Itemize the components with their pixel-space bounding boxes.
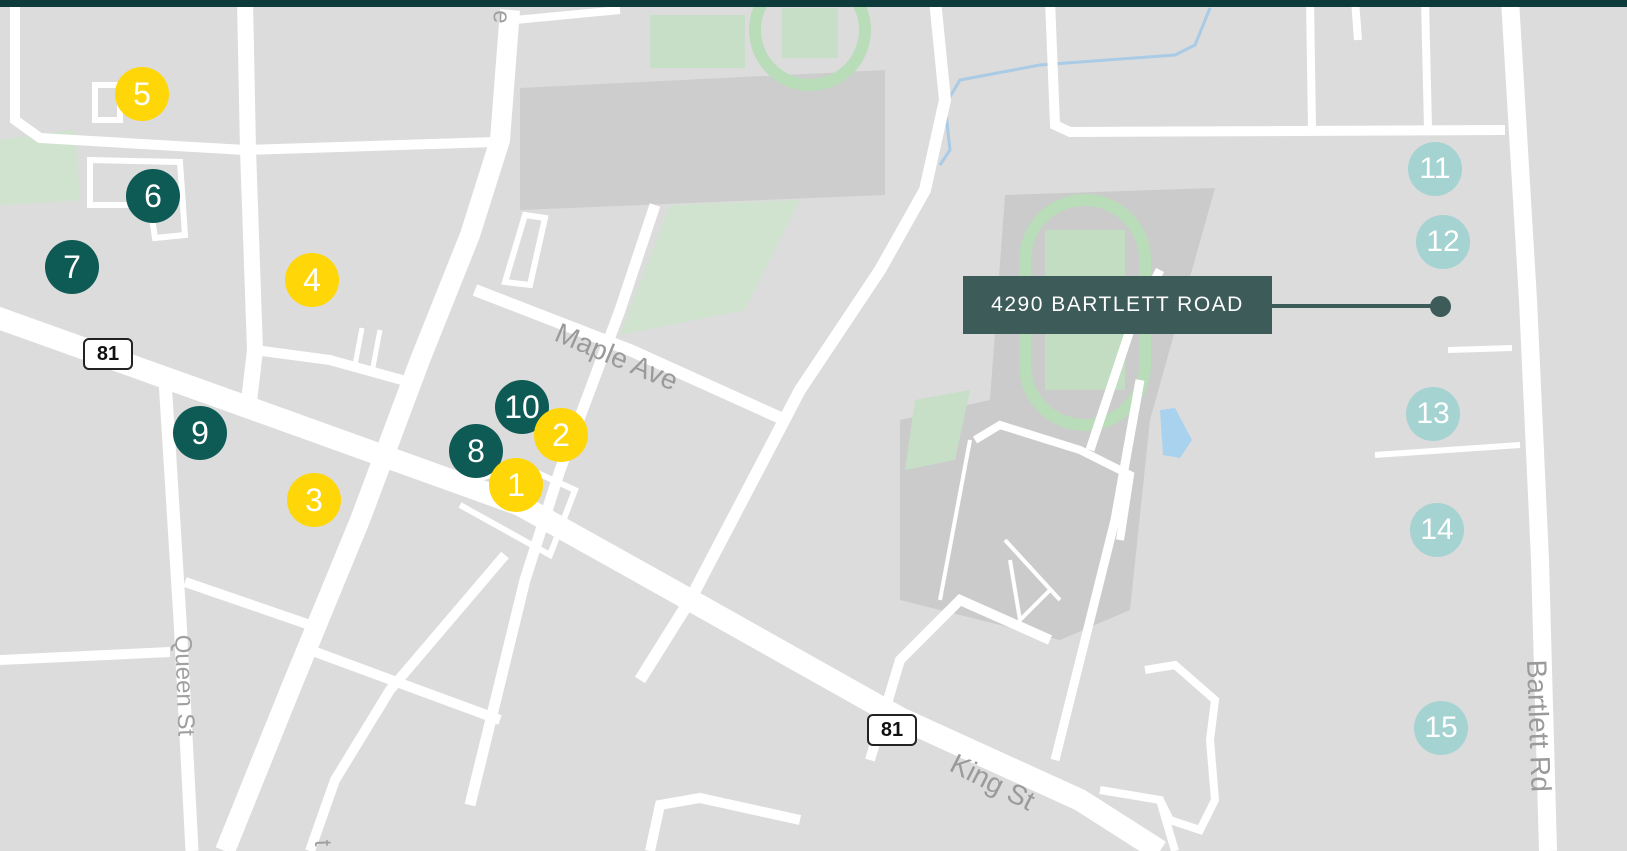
road-south-mid bbox=[305, 551, 509, 851]
park-fields-top bbox=[650, 15, 745, 68]
road-loop-se bbox=[1144, 660, 1220, 835]
map-marker-10[interactable]: 10 bbox=[495, 380, 549, 434]
map-marker-14[interactable]: 14 bbox=[1410, 503, 1464, 557]
road-east-diag bbox=[634, 0, 952, 684]
partial-street-label-top: e bbox=[488, 10, 515, 24]
road-lanes-right-a bbox=[1306, 0, 1432, 129]
bartlett-rd-label: Bartlett Rd bbox=[1521, 659, 1557, 792]
map-marker-13[interactable]: 13 bbox=[1406, 387, 1460, 441]
road-loop-center bbox=[501, 211, 549, 289]
map-marker-2[interactable]: 2 bbox=[534, 408, 588, 462]
road-campus bbox=[972, 420, 1135, 541]
map-marker-11[interactable]: 11 bbox=[1408, 142, 1462, 196]
road-southeast-a bbox=[865, 594, 1053, 762]
map-marker-15[interactable]: 15 bbox=[1414, 701, 1468, 755]
bartlett-rd-road bbox=[1501, 0, 1557, 851]
road-campus-inner bbox=[938, 439, 1062, 625]
map-marker-9[interactable]: 9 bbox=[173, 406, 227, 460]
road-top-right bbox=[1045, 0, 1506, 138]
road-top-left bbox=[10, 0, 496, 156]
road-right-stubs bbox=[1374, 345, 1521, 458]
road-west-stubs bbox=[352, 327, 383, 373]
map-marker-7[interactable]: 7 bbox=[45, 240, 99, 294]
callout-location-dot[interactable] bbox=[1430, 296, 1451, 317]
partial-street-label-bottom: t bbox=[309, 839, 336, 847]
map-marker-6[interactable]: 6 bbox=[126, 169, 180, 223]
road-left-loop bbox=[87, 82, 189, 242]
park-left bbox=[0, 130, 80, 205]
map-marker-3[interactable]: 3 bbox=[287, 473, 341, 527]
pond bbox=[1160, 408, 1192, 458]
park-green-right bbox=[905, 390, 970, 470]
route-81-shield-east: 81 bbox=[867, 714, 917, 746]
map-marker-4[interactable]: 4 bbox=[285, 253, 339, 307]
top-bar bbox=[0, 0, 1627, 7]
road-se-lanes bbox=[1099, 786, 1179, 851]
maple-ave-road bbox=[472, 284, 788, 426]
stream bbox=[938, 7, 1212, 166]
map-marker-1[interactable]: 1 bbox=[489, 458, 543, 512]
road-mid-west bbox=[254, 345, 422, 390]
queen-st-label: Queen St bbox=[169, 634, 200, 737]
field-top bbox=[782, 8, 838, 58]
route-81-shield-west: 81 bbox=[83, 338, 133, 370]
road-southwest bbox=[0, 577, 502, 725]
track-top bbox=[749, 0, 871, 91]
road-center-diag bbox=[464, 203, 661, 807]
road-top-mid bbox=[514, 6, 621, 24]
address-callout-label[interactable]: 4290 BARTLETT ROAD bbox=[963, 276, 1272, 334]
map-marker-5[interactable]: 5 bbox=[115, 67, 169, 121]
school-area bbox=[520, 70, 885, 210]
road-south-bottom bbox=[645, 792, 802, 851]
road-west-vertical bbox=[237, 0, 264, 411]
callout-leader-line bbox=[1272, 304, 1440, 308]
park-green-mid bbox=[620, 200, 800, 335]
map-marker-12[interactable]: 12 bbox=[1416, 215, 1470, 269]
road-main-diag bbox=[215, 9, 520, 851]
queen-st-road bbox=[158, 379, 199, 851]
